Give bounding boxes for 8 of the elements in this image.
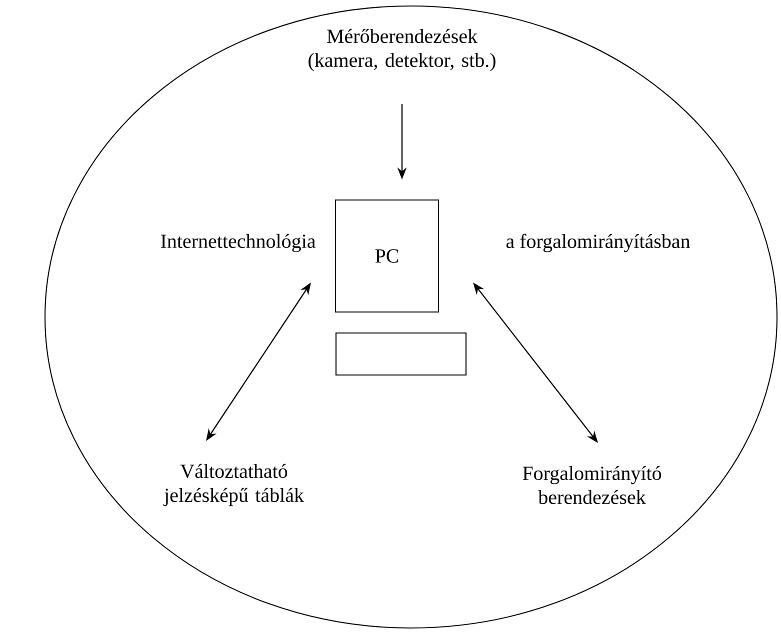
pc-box: PC [334, 199, 440, 313]
device-label: Változtatható jelzésképű táblák [163, 464, 304, 506]
title-text: Internettechnológia [161, 234, 316, 252]
title-text: a forgalomirányításban [506, 234, 690, 252]
device-label: Forgalomirányító berendezések [522, 466, 662, 504]
empty-box [335, 332, 467, 376]
device-label: Mérőberendezések (kamera, detektor, stb.) [308, 28, 496, 72]
ellipse-boundary [44, 5, 778, 629]
